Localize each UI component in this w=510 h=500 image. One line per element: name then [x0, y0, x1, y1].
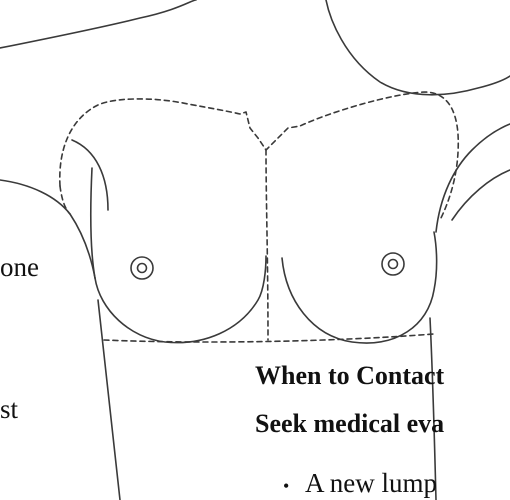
dashed-boundary-left-arc — [60, 186, 70, 214]
left-text-fragment-1: one — [0, 254, 39, 281]
dashed-center-line — [266, 150, 268, 340]
right-inner-crease — [436, 124, 510, 232]
left-lower-torso — [98, 300, 120, 500]
left-nipple-icon — [138, 264, 147, 273]
left-breast-outline — [95, 256, 266, 343]
right-side-outline — [452, 170, 510, 220]
right-nipple-icon — [389, 260, 398, 269]
left-shoulder-line — [0, 0, 196, 48]
left-inner-crease — [72, 140, 108, 210]
left-areola-icon — [131, 257, 153, 279]
dashed-boundary — [60, 92, 458, 220]
right-shoulder-line — [326, 0, 510, 95]
right-areola-icon — [382, 253, 404, 275]
left-text-fragment-2: st — [0, 396, 18, 423]
right-breast-outline — [282, 232, 437, 343]
right-lower-torso — [430, 318, 436, 500]
